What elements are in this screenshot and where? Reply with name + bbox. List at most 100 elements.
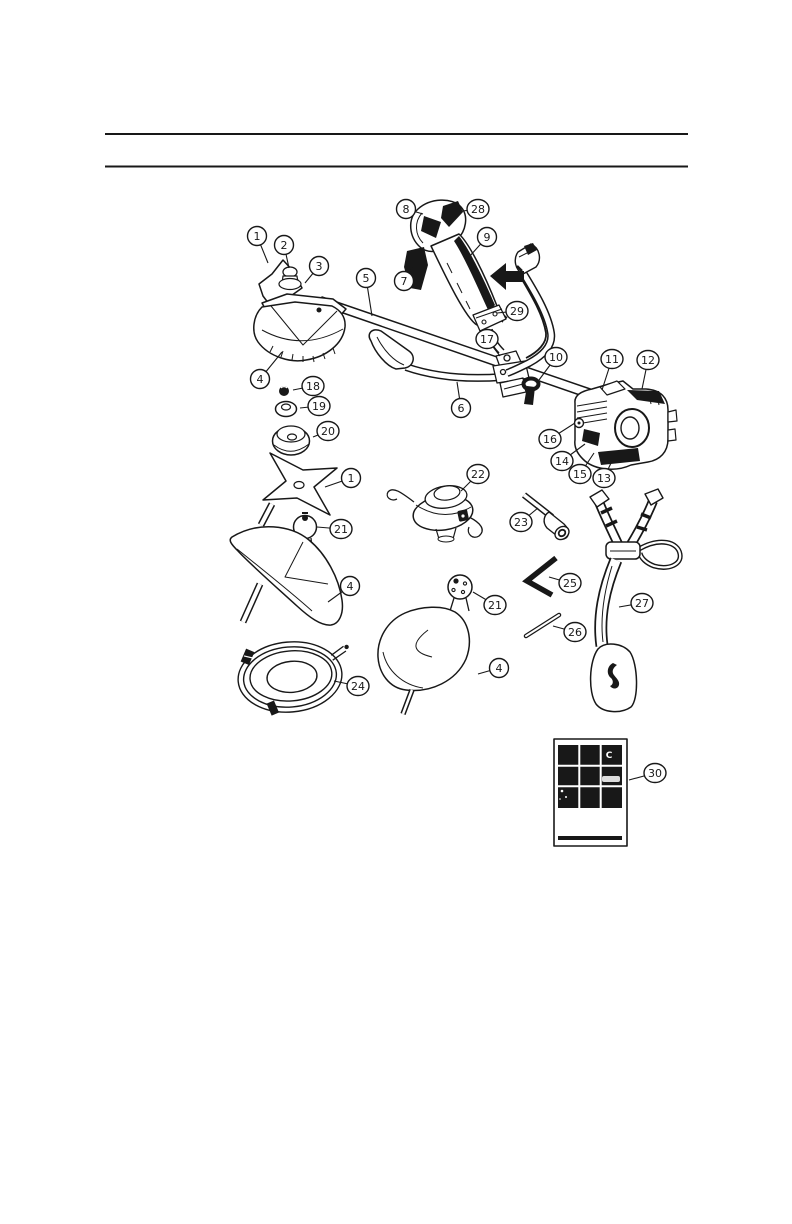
callout-number: 10 (549, 351, 563, 364)
callout-20: 20 (312, 420, 340, 442)
starter-cover-inner (620, 416, 640, 440)
callout-number: 1 (254, 230, 261, 243)
callout-number: 7 (401, 275, 408, 288)
callout-number: 20 (321, 425, 335, 438)
grip-center-dashes (446, 262, 471, 310)
callout-25: 25 (548, 572, 582, 594)
callout-29: 29 (496, 300, 529, 322)
grip-knob-line (416, 212, 424, 244)
callout-balloon (273, 234, 295, 256)
callout-1: 1 (246, 225, 269, 264)
shoulder-harness (589, 488, 683, 713)
handlebar-socket (514, 243, 541, 275)
callout-balloon (568, 463, 592, 485)
star-blade (262, 452, 338, 516)
blade-guard-2 (377, 606, 471, 715)
callout-balloon (393, 270, 415, 292)
trimmer-line-coil (237, 641, 349, 716)
callout-balloon (301, 375, 325, 397)
callout-balloon (316, 420, 340, 442)
callout-number: 23 (514, 516, 528, 529)
guard-mount-knob-2 (447, 574, 473, 612)
callout-number: 28 (471, 203, 485, 216)
callout-2: 2 (273, 234, 295, 269)
callout-28: 28 (454, 198, 490, 220)
callout-number: 12 (641, 354, 655, 367)
callout-balloon (466, 463, 490, 485)
callout-6: 6 (450, 381, 472, 419)
engine-shroud-dark (627, 390, 665, 404)
stop-switch (441, 201, 463, 227)
callout-balloon (550, 450, 574, 472)
housing-bolt (316, 307, 322, 313)
grip-connector (472, 304, 507, 332)
callout-balloon (538, 428, 562, 450)
callout-number: 29 (510, 305, 524, 318)
throttle-latch (421, 216, 441, 238)
callout-10: 10 (538, 346, 568, 381)
housing-skirt-line (261, 328, 344, 342)
callout-number: 3 (316, 260, 323, 273)
callout-13: 13 (592, 462, 616, 489)
callout-number: 9 (484, 231, 491, 244)
callout-balloon (249, 368, 271, 390)
throttle-grip-assembly (404, 199, 524, 354)
callout-balloon (592, 467, 616, 489)
callout-balloon (355, 267, 377, 289)
callout-balloon (488, 657, 510, 679)
callout-4: 4 (477, 657, 510, 679)
callout-balloon (636, 349, 660, 371)
housing-ridge (270, 305, 338, 346)
engine-top-cap (599, 380, 626, 396)
callout-number: 27 (635, 597, 649, 610)
callout-number: 19 (312, 400, 326, 413)
callout-number: 8 (403, 203, 410, 216)
callout-balloon (450, 397, 472, 419)
handlebar-grip-sleeve (368, 329, 414, 370)
callout-number: 18 (306, 380, 320, 393)
callout-4: 4 (327, 575, 361, 603)
callout-16: 16 (538, 422, 576, 450)
housing-hatching (269, 345, 336, 363)
callout-number: 21 (334, 523, 348, 536)
socket-wrench-tool (521, 492, 570, 541)
engine-dark-bottom (598, 448, 640, 465)
callout-balloon (395, 198, 417, 220)
callout-balloon (246, 225, 268, 247)
handlebar-left (368, 329, 503, 382)
callout-number: 26 (568, 626, 582, 639)
callout-number: 25 (563, 577, 577, 590)
blade-holder-cup (271, 425, 311, 456)
callout-9: 9 (468, 226, 498, 258)
callout-balloon (544, 346, 568, 368)
callout-19: 19 (299, 395, 331, 417)
callout-number: 11 (605, 353, 619, 366)
callout-21: 21 (316, 518, 353, 540)
callout-21: 21 (472, 591, 507, 616)
decal-letter: C (606, 751, 613, 761)
callout-balloon (483, 594, 507, 616)
callout-30: 30 (628, 762, 667, 784)
callout-5: 5 (355, 267, 377, 317)
callout-number: 4 (347, 580, 354, 593)
header-rules (105, 133, 688, 168)
callout-1: 1 (324, 467, 362, 489)
cutting-head-assembly (253, 259, 347, 363)
callout-27: 27 (618, 592, 654, 614)
callout-number: 4 (496, 662, 503, 675)
starter-cover (614, 408, 650, 448)
callout-number: 22 (471, 468, 485, 481)
callout-balloon (466, 198, 490, 220)
callout-balloon (339, 575, 361, 597)
loose-parts (229, 386, 683, 847)
hex-key-tool (522, 555, 558, 598)
callout-number: 21 (488, 599, 502, 612)
engine (573, 380, 678, 470)
callout-balloon (329, 518, 353, 540)
callout-23: 23 (509, 507, 539, 533)
callout-17: 17 (475, 328, 501, 357)
callout-balloon (630, 592, 654, 614)
